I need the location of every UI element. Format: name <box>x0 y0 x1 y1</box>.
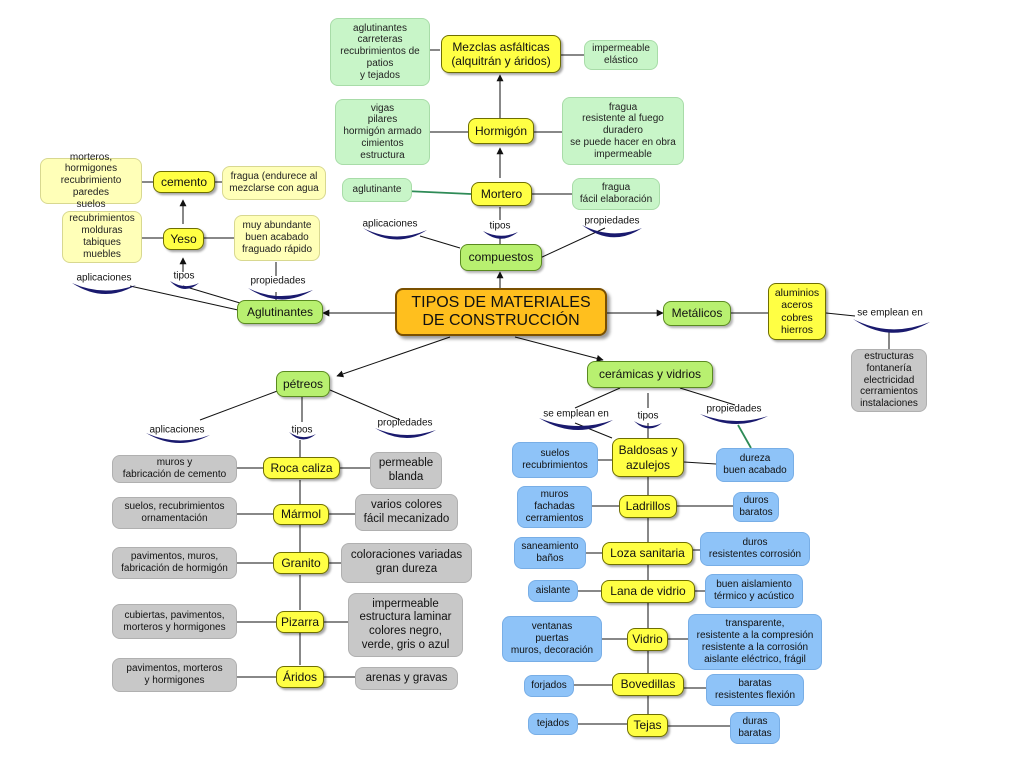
note-baldosas-aplicaciones: suelos recubrimientos <box>512 442 598 478</box>
node-mortero: Mortero <box>471 182 532 206</box>
node-yeso: Yeso <box>163 228 204 250</box>
category-compuestos: compuestos <box>460 244 542 271</box>
link-label-propiedades: propiedades <box>584 215 640 227</box>
link-label-tipos: tipos <box>173 270 195 282</box>
category-petreos: pétreos <box>276 371 330 397</box>
note-lana-aplicaciones: aislante <box>528 580 578 602</box>
note-marmol-propiedades: varios colores fácil mecanizado <box>355 494 458 531</box>
note-granito-propiedades: coloraciones variadas gran dureza <box>341 543 472 583</box>
note-roca-caliza-aplicaciones: muros y fabricación de cemento <box>112 455 237 483</box>
note-bovedillas-propiedades: baratas resistentes flexión <box>706 674 804 706</box>
note-baldosas-propiedades: dureza buen acabado <box>716 448 794 482</box>
category-ceramicas-vidrios: cerámicas y vidrios <box>587 361 713 388</box>
link-label-tipos: tipos <box>291 424 313 436</box>
note-hormigon-propiedades: fragua resistente al fuego duradero se p… <box>562 97 684 165</box>
note-mezclas-aplicaciones: aglutinantes carreteras recubrimientos d… <box>330 18 430 86</box>
note-tejas-propiedades: duras baratas <box>730 712 780 744</box>
note-aridos-propiedades: arenas y gravas <box>355 667 458 690</box>
node-vidrio: Vidrio <box>627 628 668 651</box>
note-granito-aplicaciones: pavimentos, muros, fabricación de hormig… <box>112 547 237 579</box>
note-yeso-aplicaciones: recubrimientos molduras tabiques muebles <box>62 211 142 263</box>
node-lana-de-vidrio: Lana de vidrio <box>601 580 695 603</box>
node-pizarra: Pizarra <box>276 611 324 633</box>
note-loza-propiedades: duros resistentes corrosión <box>700 532 810 566</box>
node-metales: aluminios aceros cobres hierros <box>768 283 826 340</box>
main-topic: TIPOS DE MATERIALES DE CONSTRUCCIÓN <box>395 288 607 336</box>
note-yeso-propiedades: muy abundante buen acabado fraguado rápi… <box>234 215 320 261</box>
note-hormigon-aplicaciones: vigas pilares hormigón armado cimientos … <box>335 99 430 165</box>
link-label-tipos: tipos <box>637 410 659 422</box>
note-cemento-aplicaciones: morteros, hormigones recubrimiento pared… <box>40 152 142 210</box>
node-mezclas-asfalticas: Mezclas asfálticas (alquitrán y áridos) <box>441 35 561 73</box>
link-label-aplicaciones: aplicaciones <box>362 218 418 230</box>
note-pizarra-propiedades: impermeable estructura laminar colores n… <box>348 593 463 657</box>
link-label-se-emplean-en: se emplean en <box>857 307 923 319</box>
note-pizarra-aplicaciones: cubiertas, pavimentos, morteros y hormig… <box>112 604 237 639</box>
note-ladrillos-propiedades: duros baratos <box>733 492 779 522</box>
link-label-propiedades: propiedades <box>250 275 306 287</box>
note-roca-caliza-propiedades: permeable blanda <box>370 452 442 489</box>
note-mezclas-propiedades: impermeable elástico <box>584 40 658 70</box>
link-label-se-emplean-en: se emplean en <box>543 408 609 420</box>
note-aridos-aplicaciones: pavimentos, morteros y hormigones <box>112 658 237 692</box>
note-vidrio-propiedades: transparente, resistente a la compresión… <box>688 614 822 670</box>
node-marmol: Mármol <box>273 504 329 525</box>
note-tejas-aplicaciones: tejados <box>528 713 578 735</box>
node-bovedillas: Bovedillas <box>612 673 684 696</box>
link-label-propiedades: propiedades <box>377 417 433 429</box>
link-label-tipos: tipos <box>489 220 511 232</box>
node-baldosas-azulejos: Baldosas y azulejos <box>612 438 684 477</box>
link-label-aplicaciones: aplicaciones <box>76 272 132 284</box>
note-metalicos-usos: estructuras fontanería electricidad cerr… <box>851 349 927 412</box>
note-marmol-aplicaciones: suelos, recubrimientos ornamentación <box>112 497 237 529</box>
note-ladrillos-aplicaciones: muros fachadas cerramientos <box>517 486 592 528</box>
link-label-propiedades: propiedades <box>706 403 762 415</box>
node-granito: Granito <box>273 552 329 574</box>
note-mortero-propiedades: fragua fácil elaboración <box>572 178 660 210</box>
note-lana-propiedades: buen aislamiento térmico y acústico <box>705 574 803 608</box>
note-mortero-aplicaciones: aglutinante <box>342 178 412 202</box>
node-aridos: Áridos <box>276 666 324 688</box>
node-loza-sanitaria: Loza sanitaria <box>602 542 693 565</box>
note-cemento-propiedades: fragua (endurece al mezclarse con agua <box>222 166 326 200</box>
category-aglutinantes: Aglutinantes <box>237 300 323 324</box>
node-roca-caliza: Roca caliza <box>263 457 340 479</box>
note-vidrio-aplicaciones: ventanas puertas muros, decoración <box>502 616 602 662</box>
node-hormigon: Hormigón <box>468 118 534 144</box>
category-metalicos: Metálicos <box>663 301 731 326</box>
node-tejas: Tejas <box>627 714 668 737</box>
note-loza-aplicaciones: saneamiento baños <box>514 537 586 569</box>
link-label-aplicaciones: aplicaciones <box>149 424 205 436</box>
note-bovedillas-aplicaciones: forjados <box>524 675 574 697</box>
node-ladrillos: Ladrillos <box>619 495 677 518</box>
node-cemento: cemento <box>153 171 215 193</box>
